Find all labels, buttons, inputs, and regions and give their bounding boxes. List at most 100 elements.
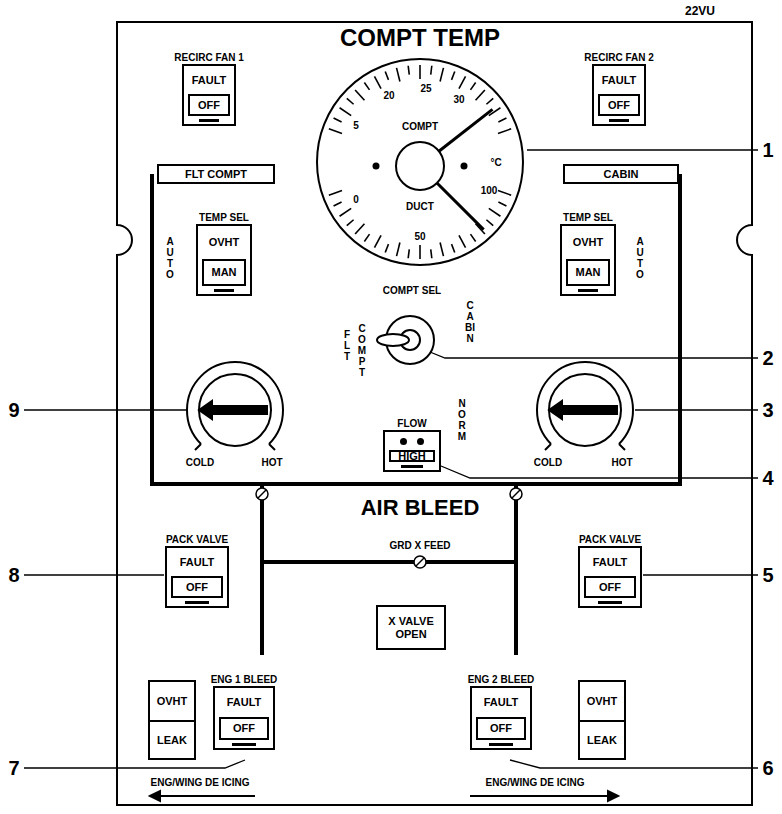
dial-marking: 5	[353, 120, 359, 131]
button-heading: TEMP SEL	[563, 212, 613, 223]
gauge-mark	[440, 68, 443, 82]
gauge-mark	[329, 129, 342, 134]
gauge-mark	[439, 109, 493, 151]
button-bar	[598, 601, 622, 604]
legend-text: FAULT	[180, 556, 215, 568]
tag-text: FLT COMPT	[159, 166, 273, 182]
de-icing-arrows	[150, 791, 618, 801]
button-bar	[199, 119, 219, 122]
upper-legend	[385, 432, 439, 450]
duct-lines	[262, 484, 516, 655]
legend-text: OFF	[599, 581, 621, 593]
dial-marking: 20	[383, 90, 394, 101]
indicator-dot	[400, 438, 407, 445]
indicator-light: LEAK	[587, 734, 617, 746]
legend-text: OFF	[490, 722, 512, 734]
dial-marking: 25	[420, 83, 431, 94]
legend-text: MAN	[211, 266, 236, 278]
gauge-mark	[397, 243, 400, 257]
gauge-mark	[459, 76, 466, 88]
dial-text: 30	[453, 94, 464, 105]
push-button: OVHTLEAK	[148, 680, 196, 760]
upper-legend: FAULT	[594, 66, 644, 94]
indicator-half: LEAK	[580, 720, 624, 758]
dial-text: DUCT	[406, 201, 434, 212]
gauge-mark	[419, 65, 421, 79]
legend-text: FAULT	[593, 556, 628, 568]
indicator-light: OVHT	[587, 695, 618, 707]
upper-legend: FAULT	[215, 688, 273, 717]
callout-number: 1	[762, 139, 773, 161]
callout-number: 2	[762, 347, 773, 369]
callout-number: 7	[8, 757, 19, 779]
dial-text: °C	[490, 157, 501, 168]
gauge-mark	[431, 249, 432, 258]
legend-text: FAULT	[227, 696, 262, 708]
push-button: ENG 2 BLEEDFAULTOFF	[470, 686, 532, 750]
legend-text: FAULT	[192, 74, 227, 86]
dial-text: 50	[414, 231, 425, 242]
button-heading: ENG 1 BLEED	[211, 674, 278, 685]
gauge-mark	[373, 163, 380, 170]
push-button: RECIRC FAN 2FAULTOFF	[592, 64, 646, 126]
gauge-mark	[355, 90, 364, 100]
button-heading: FLOW	[397, 418, 426, 429]
gauge-mark	[452, 244, 455, 252]
lower-legend: MAN	[202, 259, 246, 286]
dial-text: 20	[383, 90, 394, 101]
gauge-mark	[340, 208, 352, 216]
lower-legend: OFF	[598, 94, 640, 116]
gauge-mark	[498, 190, 511, 195]
gauge-mark	[397, 68, 400, 82]
gauge-mark	[489, 208, 501, 216]
indicator-light: X VALVE OPEN	[383, 615, 439, 639]
gauge-mark	[440, 243, 443, 257]
legend-text: OVHT	[209, 236, 240, 248]
gauge-mark	[374, 76, 381, 88]
button-heading: ENG 2 BLEED	[468, 674, 535, 685]
lower-legend: OFF	[476, 717, 526, 740]
dial-text: COMPT	[402, 121, 438, 132]
callout-number: 4	[762, 467, 773, 489]
callout-number: 9	[8, 399, 19, 421]
panel-label: GRD X FEED	[389, 540, 450, 551]
push-button: TEMP SELOVHTMAN	[560, 224, 616, 296]
dial-text: 100	[481, 185, 498, 196]
gauge-mark	[340, 108, 352, 116]
button-heading: RECIRC FAN 2	[584, 52, 653, 63]
legend-text: MAN	[575, 266, 600, 278]
legend-text: FAULT	[484, 696, 519, 708]
gauge-mark	[334, 118, 342, 122]
gauge-mark	[374, 235, 381, 247]
lower-legend: OFF	[171, 576, 223, 598]
gauge-mark	[452, 71, 455, 79]
legend-text: OFF	[186, 581, 208, 593]
button-bar	[232, 743, 255, 746]
indicator-dot	[417, 438, 424, 445]
zone-label: CABIN	[604, 168, 639, 180]
gauge-mark	[396, 142, 444, 190]
gauge-mark	[461, 163, 468, 170]
indicator-half: OVHT	[580, 682, 624, 720]
button-heading: TEMP SEL	[199, 212, 249, 223]
upper-legend: FAULT	[580, 548, 640, 576]
button-heading: PACK VALVE	[166, 534, 228, 545]
panel-label: FLT	[342, 329, 352, 362]
dial-text: 25	[420, 83, 431, 94]
upper-legend: FAULT	[472, 688, 530, 717]
lower-legend: OFF	[219, 717, 269, 740]
gauge-mark	[364, 83, 369, 90]
tag-text: CABIN	[565, 166, 677, 182]
push-button: ENG 1 BLEEDFAULTOFF	[213, 686, 275, 750]
dial-marking: 100	[481, 185, 498, 196]
button-bar	[401, 465, 423, 468]
panel-label: CABIN	[465, 300, 475, 344]
lower-legend: OFF	[584, 576, 636, 598]
temperature-gauge: 5202530COMPT°C050100DUCT	[314, 56, 526, 268]
legend-text: HIGH	[398, 450, 426, 462]
panel-label: AIR BLEED	[361, 496, 480, 520]
push-button: OVHT LEAK	[578, 680, 626, 760]
panel-label: AUTO	[165, 236, 175, 280]
dial-marking: DUCT	[406, 201, 434, 212]
panel-label: COMPT SEL	[383, 285, 441, 296]
